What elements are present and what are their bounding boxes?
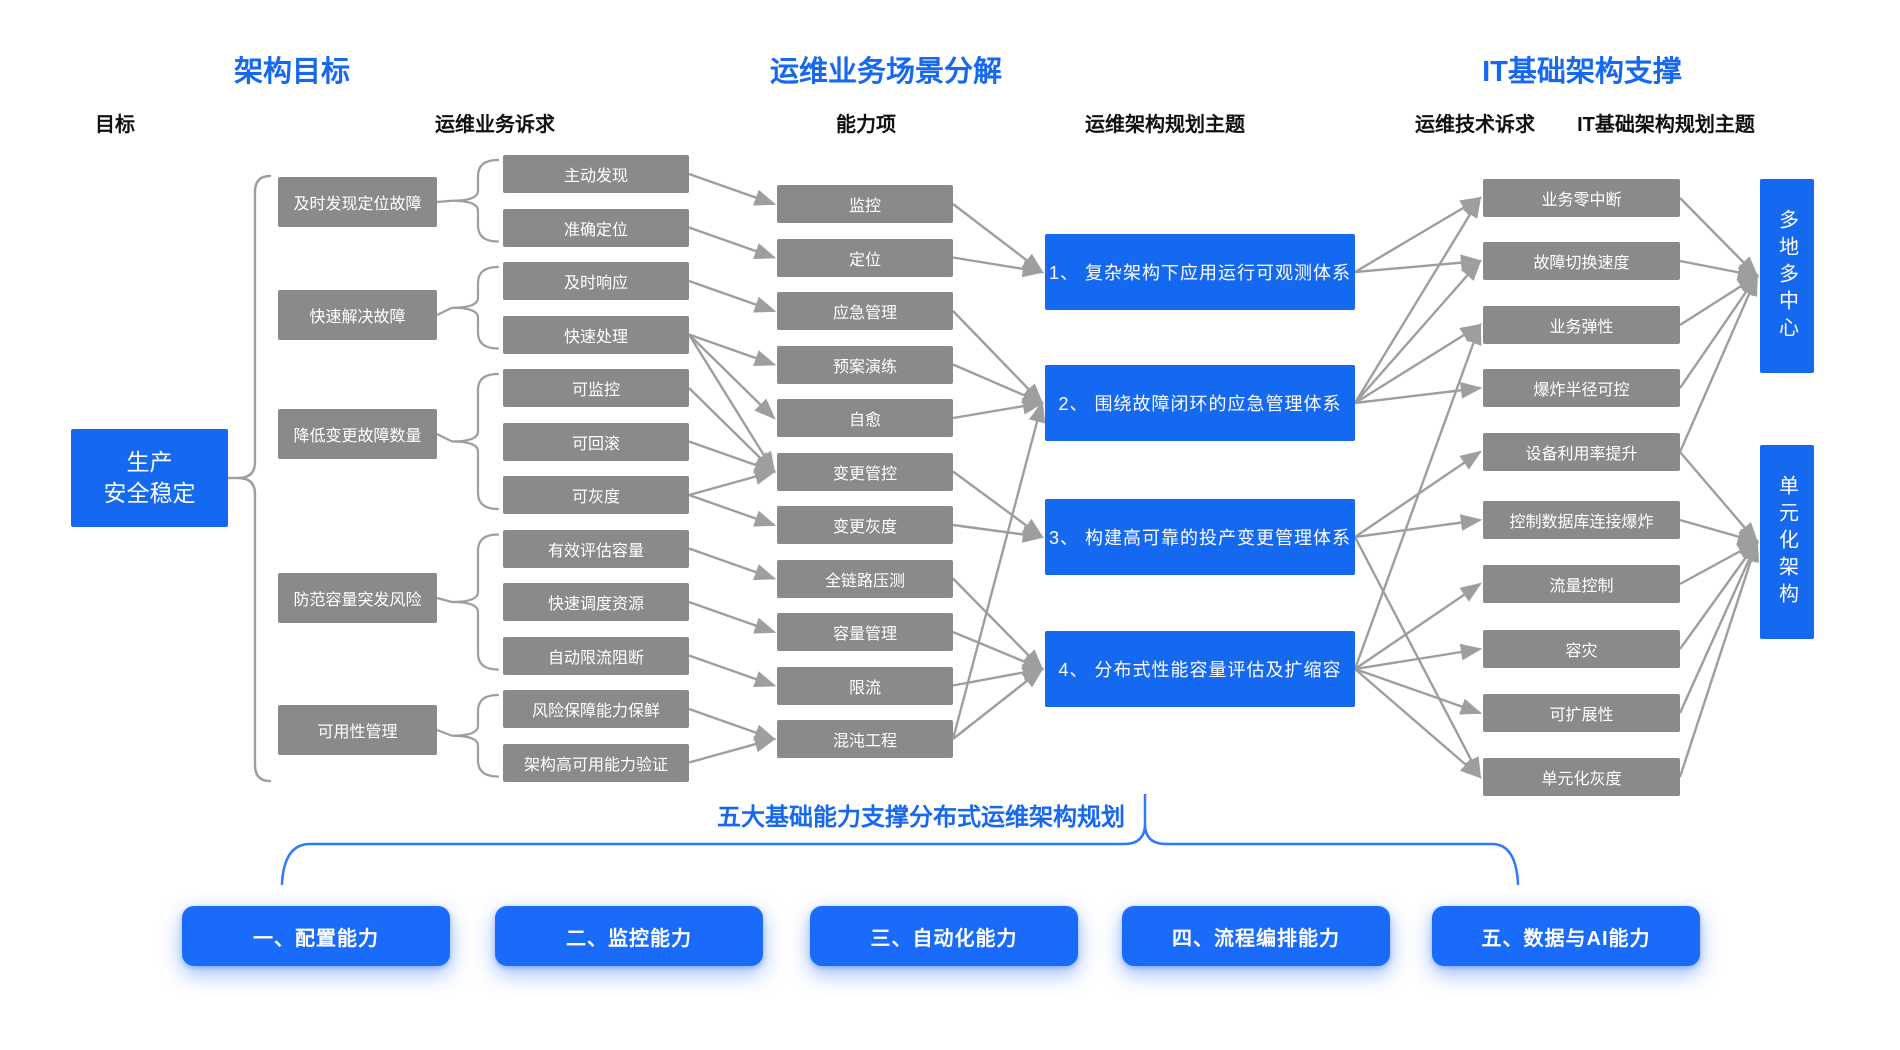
connector-line (436, 306, 453, 316)
connector-line (1678, 273, 1759, 453)
connector-line (688, 736, 777, 764)
connector-line (688, 172, 777, 206)
connector-line (688, 387, 776, 474)
connector-line (688, 226, 777, 260)
connector-line (1679, 451, 1759, 544)
connector-line (952, 630, 1045, 671)
connector-line (688, 440, 777, 474)
connector-line (436, 728, 453, 737)
connector-line (952, 397, 1045, 420)
connector-line (952, 523, 1045, 543)
connector-line (436, 596, 453, 604)
connector-line (688, 333, 777, 367)
connector-line (688, 654, 777, 688)
connector-line (1354, 514, 1483, 539)
brace-shape (280, 823, 1520, 886)
connector-line (1353, 195, 1482, 404)
connector-line (952, 203, 1044, 274)
connector-line (952, 470, 1044, 539)
connector-line (1354, 667, 1483, 715)
brace-shape (451, 533, 500, 671)
connector-line (1678, 539, 1760, 778)
connector-line (436, 433, 453, 443)
brace-shape (237, 174, 272, 783)
connector-line (688, 707, 777, 741)
brace-shape (451, 158, 500, 243)
connector-line (1679, 274, 1759, 389)
connector-line (688, 468, 777, 497)
connector-line (1679, 540, 1759, 650)
brace-shape (451, 693, 500, 778)
connector-line (1354, 643, 1483, 671)
connector-line (1353, 322, 1482, 670)
connector-line (1354, 381, 1483, 405)
connector-line (1679, 197, 1759, 278)
connector-line (952, 256, 1045, 278)
connector-line (1679, 259, 1760, 281)
brace-shape (451, 265, 500, 350)
connector-line (688, 333, 776, 420)
connector-line (1354, 582, 1482, 670)
connector-line (952, 363, 1045, 405)
connector-line (952, 667, 1044, 740)
connector-line (1679, 518, 1760, 545)
connector-line (1354, 259, 1482, 404)
connector-line (687, 333, 776, 474)
connector-line (952, 310, 1044, 405)
connector-line (952, 577, 1044, 671)
connector-line (688, 547, 777, 581)
connector-line (1678, 539, 1759, 714)
connector-line (436, 199, 453, 204)
connector-line (1354, 254, 1483, 274)
connector-line (688, 279, 777, 313)
brace-shape (451, 372, 500, 511)
connector-line (688, 493, 777, 527)
connector-line (1354, 196, 1483, 274)
connector-line (1354, 668, 1482, 779)
connector-line (952, 664, 1045, 687)
connector-line (951, 400, 1046, 740)
connector-line (688, 600, 777, 634)
connector-line (1354, 323, 1483, 405)
connector-line (1353, 536, 1482, 780)
